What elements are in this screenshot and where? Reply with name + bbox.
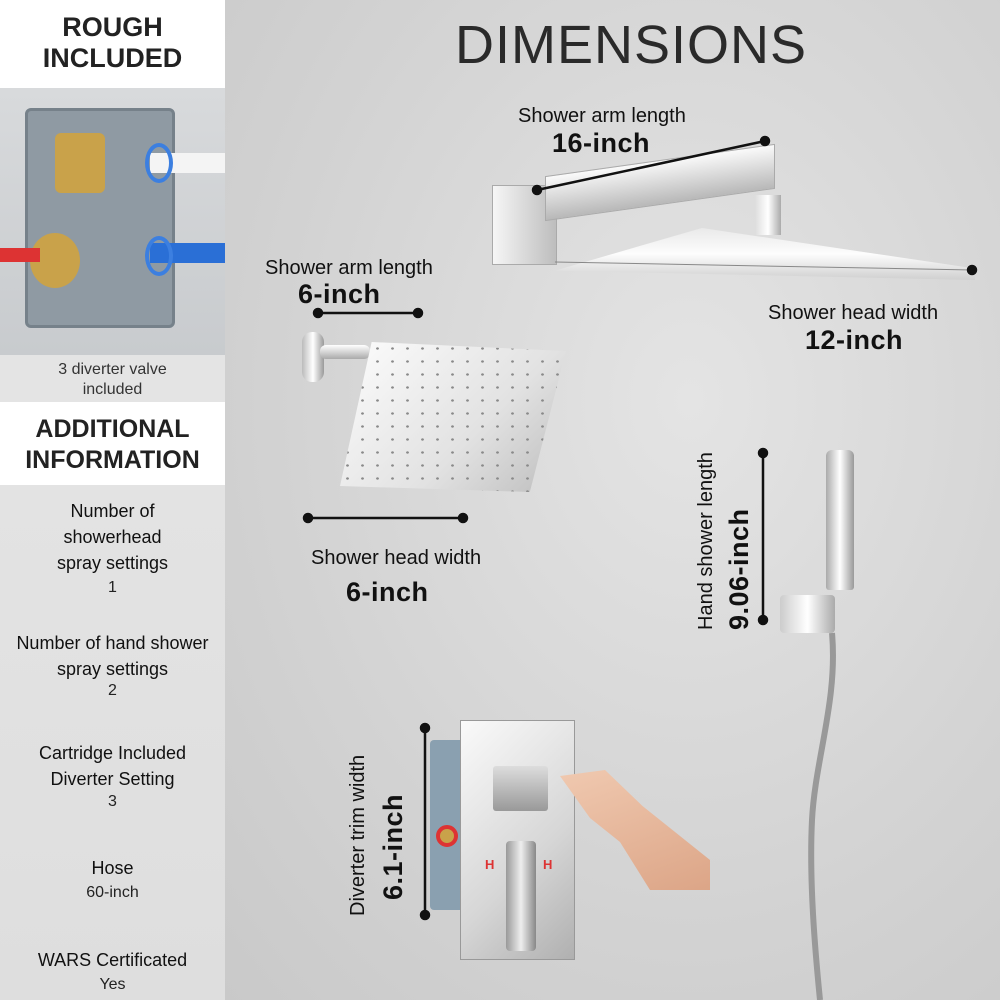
dimensions-title: DIMENSIONS: [455, 15, 808, 75]
dim-line-head12: [554, 261, 973, 271]
hand-label: Hand shower length: [695, 452, 717, 630]
arm6-value: 6-inch: [298, 279, 381, 309]
head12-label: Shower head width: [768, 302, 939, 324]
info-label-diverter-setting: Cartridge Included Diverter Setting: [38, 743, 187, 789]
info-value-hose: 60-inch: [86, 884, 139, 901]
info-label-hand-spray: Number of hand shower spray settings: [16, 633, 209, 679]
info-label-hose: Hose: [91, 858, 134, 878]
hot-mark-right: H: [543, 857, 553, 872]
diverter-knob[interactable]: [493, 766, 548, 811]
hand-value: 9.06-inch: [724, 508, 754, 630]
arm16-value: 16-inch: [552, 128, 651, 158]
square-shower-head-6: [340, 342, 566, 492]
shower-arm-6: [320, 345, 370, 359]
arm6-label: Shower arm length: [265, 257, 433, 279]
dim-line-arm16: [536, 139, 766, 192]
info-value-wars: Yes: [99, 976, 126, 993]
rough-included-title: ROUGH INCLUDED: [42, 12, 183, 73]
additional-header-bg: [0, 402, 225, 485]
rough-header-bg: [0, 0, 225, 88]
rough-caption: 3 diverter valve included: [58, 361, 167, 398]
valve-handle[interactable]: [506, 841, 536, 951]
hose: [808, 632, 836, 1000]
trim-value: 6.1-inch: [378, 793, 408, 900]
info-value-hand-spray: 2: [108, 682, 117, 699]
info-value-showerhead-spray: 1: [108, 579, 117, 596]
info-label-wars: WARS Certificated: [37, 950, 188, 970]
info-sidebar: ROUGH INCLUDED 3 diverter valve included…: [0, 0, 225, 1000]
head6-label: Shower head width: [311, 547, 482, 569]
arm16-label: Shower arm length: [518, 105, 686, 127]
hot-mark-left: H: [485, 857, 495, 872]
info-label-showerhead-spray: Number of showerhead spray settings: [56, 501, 169, 573]
additional-info-title: ADDITIONAL INFORMATION: [25, 415, 200, 474]
trim-label: Diverter trim width: [347, 754, 369, 916]
hand-shower: [826, 450, 854, 590]
info-value-diverter-setting: 3: [108, 793, 117, 810]
hand-shower-holder: [780, 595, 835, 633]
head12-value: 12-inch: [805, 325, 904, 355]
head6-value: 6-inch: [346, 577, 429, 607]
rough-valve-image: [0, 88, 225, 355]
arm-connector: [755, 195, 781, 235]
wall-flange-6: [302, 332, 324, 382]
diverter-trim-plate: H H: [460, 720, 575, 960]
